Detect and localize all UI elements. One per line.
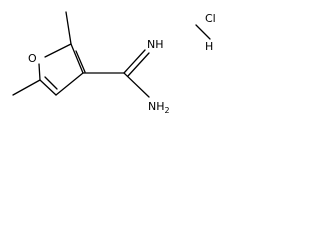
bond-o1-c2 [44, 43, 72, 58]
bond-imine-a [123, 49, 146, 74]
bond-imine-b [127, 52, 150, 77]
bond-methyl-bottom [12, 79, 41, 96]
bond-c2-c3 [70, 43, 84, 74]
atom-chlorine: Cl [205, 12, 216, 25]
bond-methyl-top [65, 11, 72, 45]
bond-c5-o1 [38, 63, 41, 81]
amine-nh-label: NH [148, 100, 165, 113]
bond-c4-c5-inner [44, 76, 58, 90]
atom-imine-nh: NH [147, 38, 164, 51]
bond-h-cl [195, 24, 211, 40]
bond-c2-c3-inner [75, 50, 86, 73]
bond-c3-c4 [55, 72, 84, 96]
bond-amine [123, 72, 150, 98]
atom-oxygen: O [28, 52, 37, 65]
atom-hydrogen: H [205, 40, 213, 53]
structure-diagram: O NH NH2 Cl H [12, 11, 216, 115]
amine-subscript: 2 [165, 106, 170, 115]
atom-amine-nh2: NH2 [148, 100, 170, 115]
bond-c4-c5 [39, 79, 57, 96]
